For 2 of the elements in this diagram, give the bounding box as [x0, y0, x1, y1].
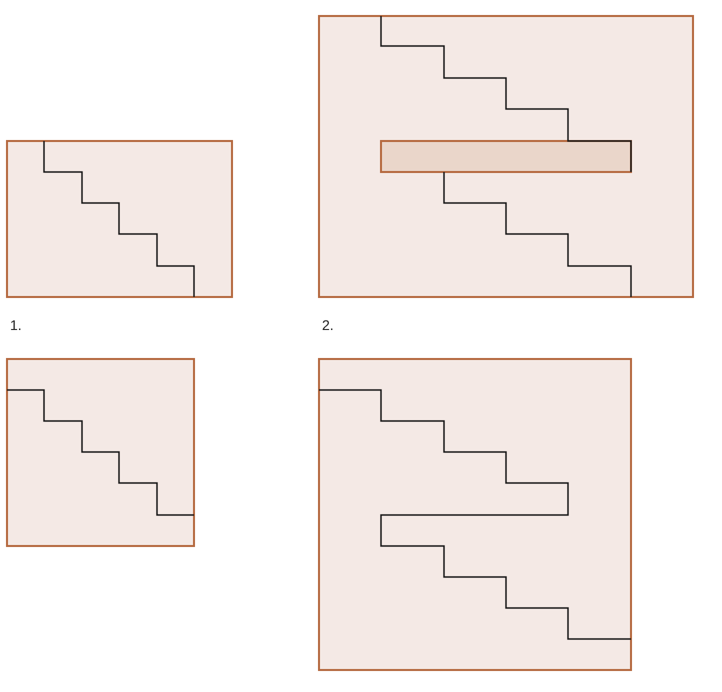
figure-number: 2.: [322, 318, 334, 332]
figure-number: 1.: [10, 318, 22, 332]
